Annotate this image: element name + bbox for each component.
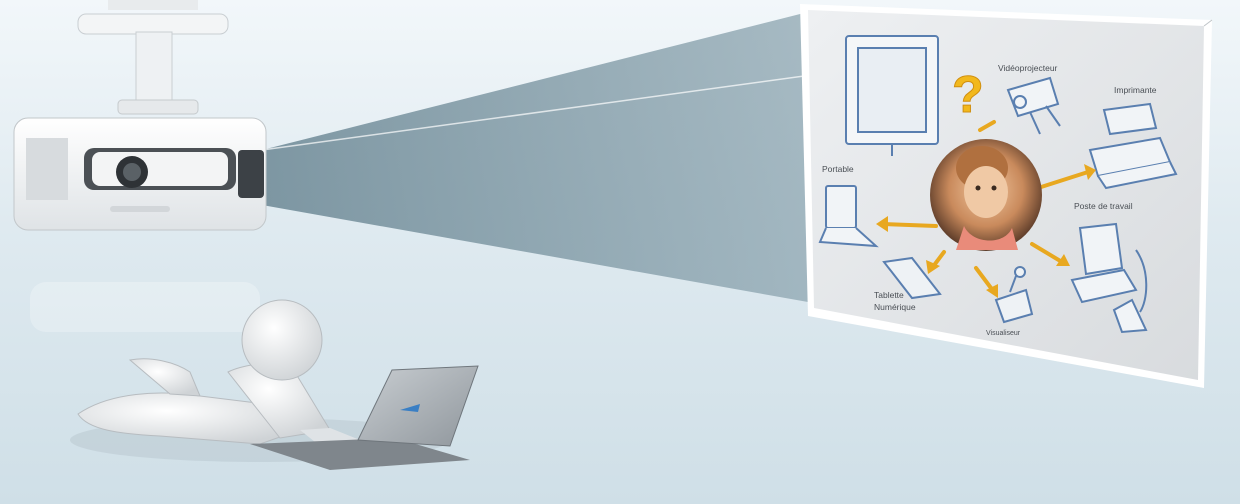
label-poste-de-travail: Poste de travail bbox=[1074, 201, 1133, 211]
label-videoprojecteur: Vidéoprojecteur bbox=[998, 63, 1058, 73]
label-imprimante: Imprimante bbox=[1114, 85, 1157, 95]
label-numerique: Numérique bbox=[874, 302, 916, 312]
projection-beam bbox=[262, 12, 808, 302]
interactive-board-icon bbox=[846, 36, 938, 156]
projector-reflection bbox=[30, 282, 260, 332]
child-photo bbox=[930, 139, 1042, 251]
ceiling-projector-icon bbox=[14, 0, 266, 230]
label-tablette: Tablette bbox=[874, 290, 904, 300]
label-visualiseur: Visualiseur bbox=[986, 330, 1021, 337]
label-portable: Portable bbox=[822, 164, 854, 174]
question-mark: ? bbox=[952, 66, 984, 124]
